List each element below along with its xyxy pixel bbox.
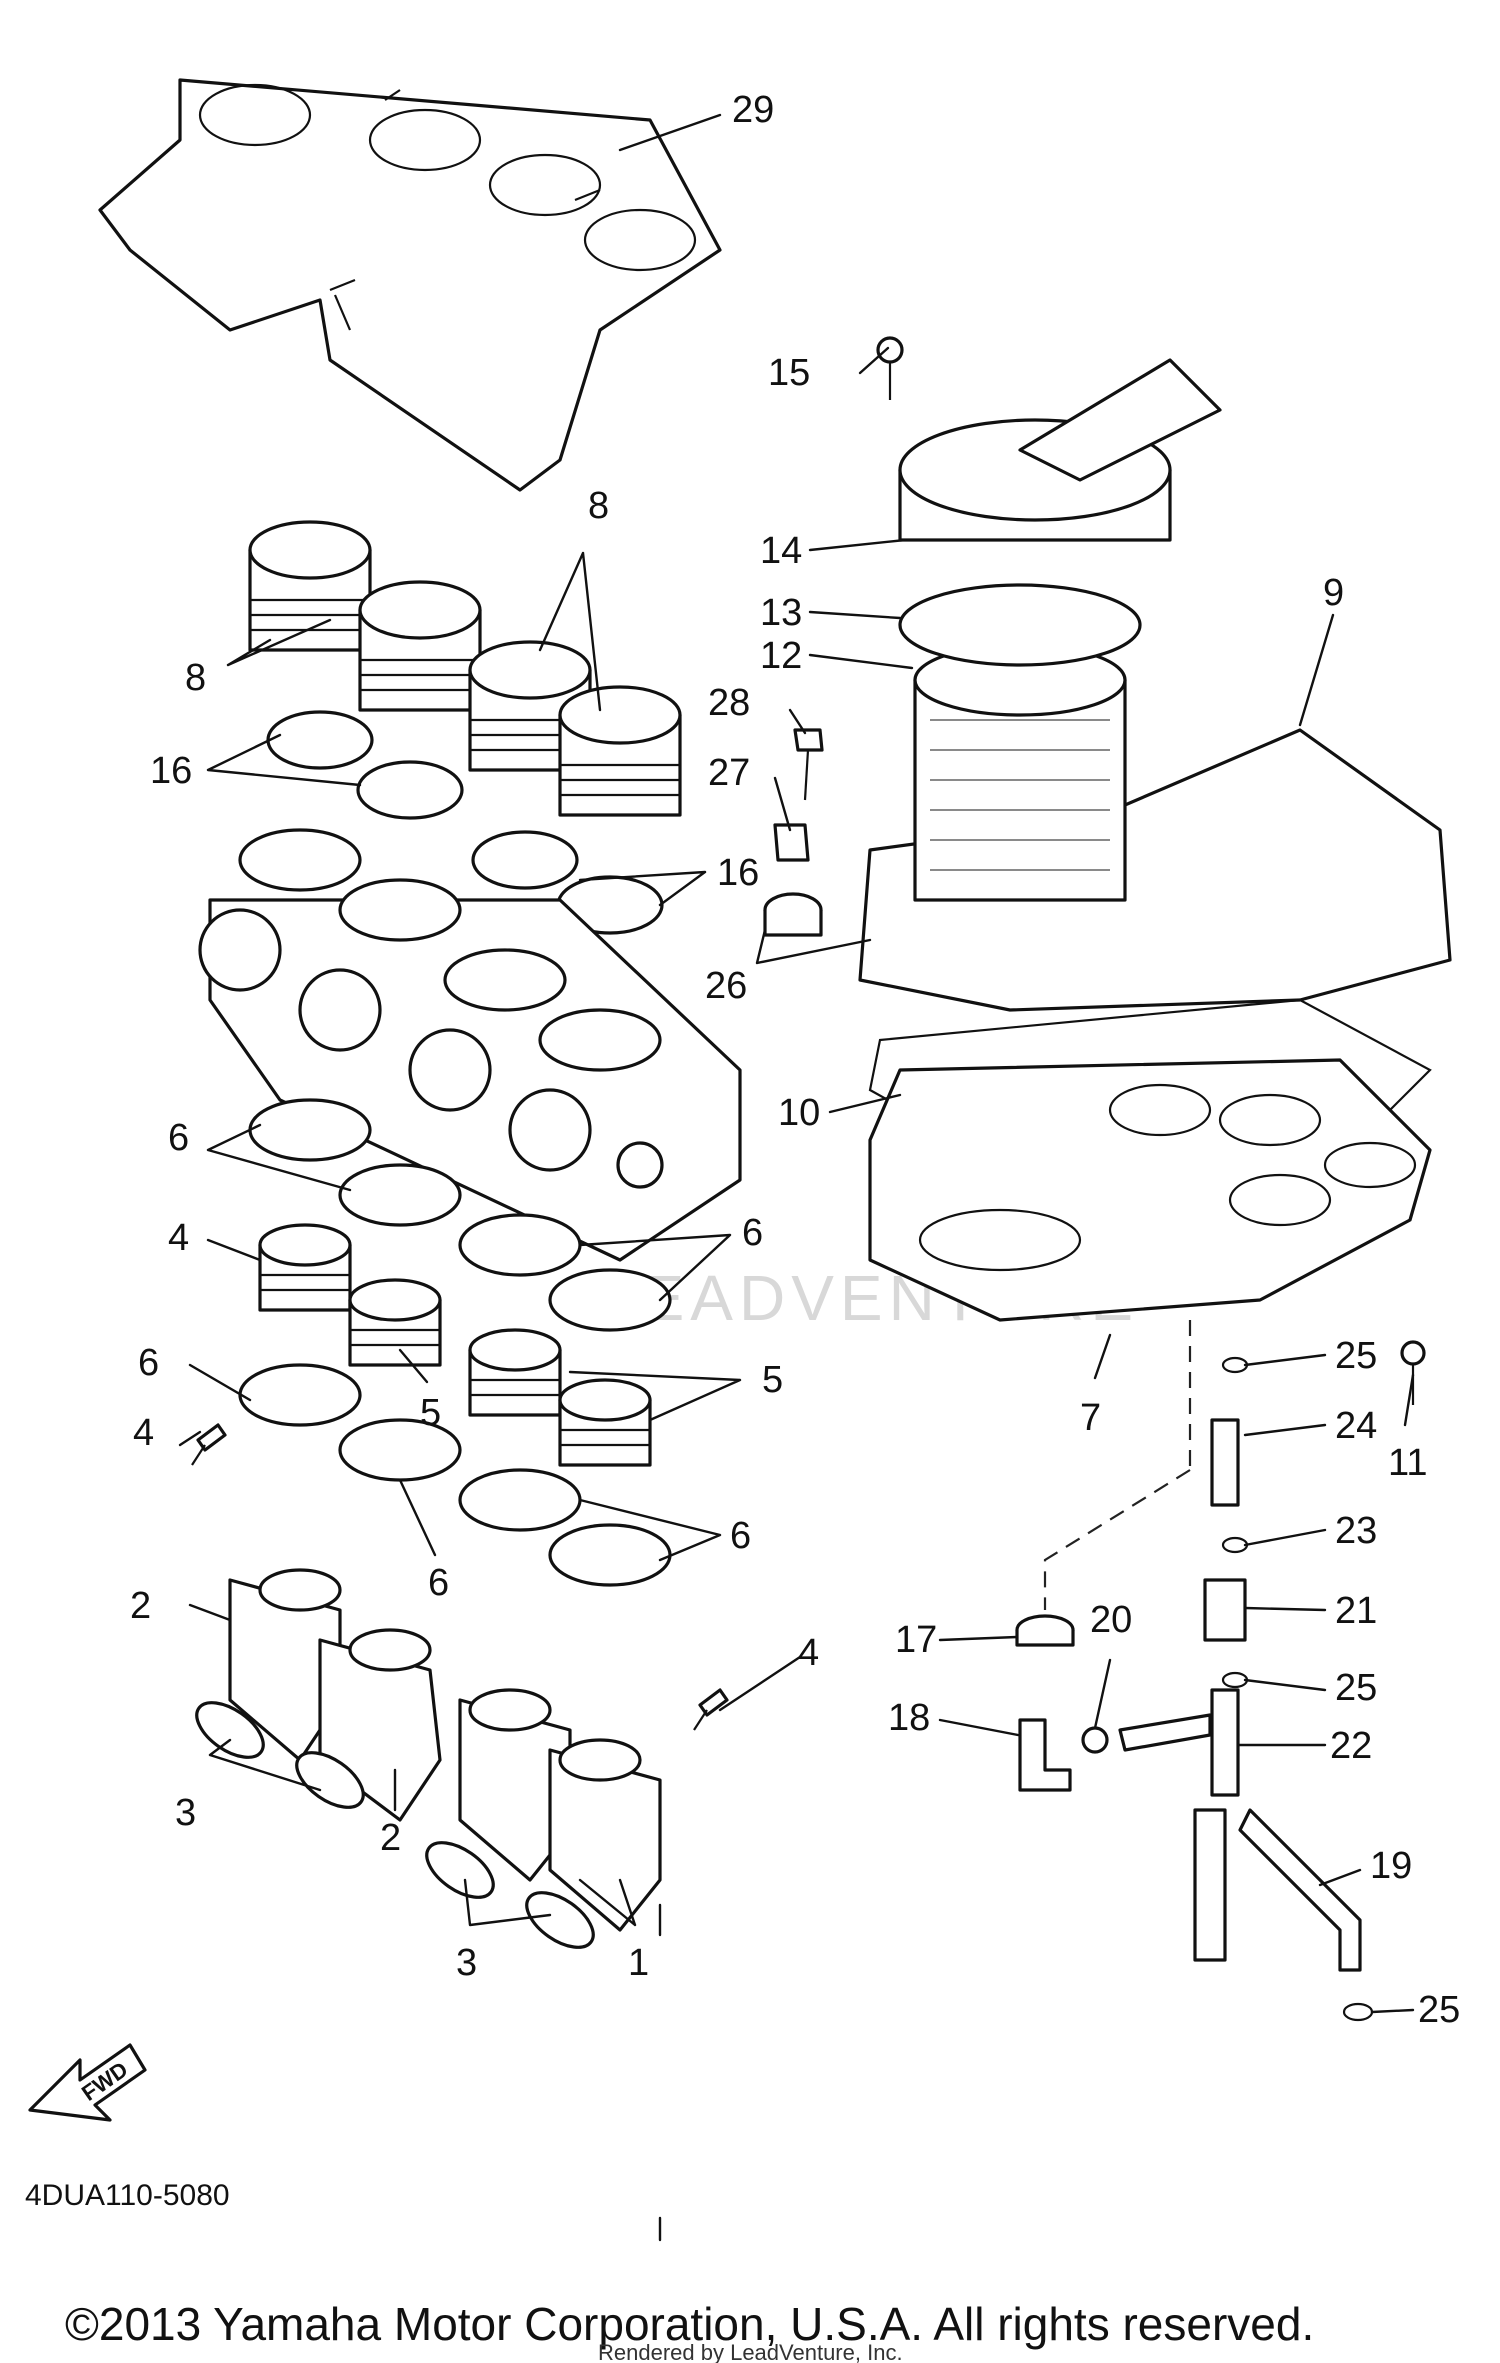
callout-8-left: 8	[185, 657, 206, 699]
callout-6-b: 6	[742, 1212, 763, 1254]
callout-13: 13	[760, 592, 802, 634]
callout-7: 7	[1080, 1397, 1101, 1439]
part-6-clamps[interactable]	[238, 1098, 672, 1587]
callout-2-left: 2	[130, 1585, 151, 1627]
part-8-caps[interactable]	[248, 520, 682, 817]
callout-6-c: 6	[138, 1342, 159, 1384]
leader-lines	[178, 113, 1415, 2014]
callout-4-right: 4	[798, 1632, 819, 1674]
callout-20: 20	[1090, 1599, 1132, 1641]
callout-2-bottom: 2	[380, 1817, 401, 1859]
copyright-text: ©2013 Yamaha Motor Corporation, U.S.A. A…	[65, 2298, 1314, 2350]
part-11-screw[interactable]	[1400, 1340, 1426, 1405]
drain-hose-assembly[interactable]	[1015, 1356, 1374, 2022]
diagram-code: 4DUA110-5080	[25, 2179, 230, 2212]
callout-8-top: 8	[588, 485, 609, 527]
callout-21: 21	[1335, 1590, 1377, 1632]
callout-3-bottom: 3	[456, 1942, 477, 1984]
part-3-gaskets[interactable]	[187, 1692, 602, 1958]
callout-3-left: 3	[175, 1792, 196, 1834]
callout-26: 26	[705, 965, 747, 1007]
part-13-seal[interactable]	[898, 583, 1142, 667]
callout-27: 27	[708, 752, 750, 794]
part-29-shield-plate[interactable]	[98, 78, 722, 492]
callout-6-d: 6	[428, 1562, 449, 1604]
carburetor-assembly[interactable]	[198, 828, 742, 1262]
callout-25-c: 25	[1418, 1989, 1460, 2031]
callout-16-right: 16	[717, 852, 759, 894]
part-9-air-cleaner-case[interactable]	[858, 728, 1452, 1012]
callout-29: 29	[732, 89, 774, 131]
callout-5-b: 5	[420, 1392, 441, 1434]
part-12-element[interactable]	[913, 643, 1127, 902]
part-14-cover[interactable]	[898, 358, 1222, 542]
callout-4-left: 4	[133, 1412, 154, 1454]
callout-25-b: 25	[1335, 1667, 1377, 1709]
fwd-arrow-icon: FWD	[28, 2043, 147, 2122]
callout-28: 28	[708, 682, 750, 724]
part-15-screw[interactable]	[876, 336, 904, 400]
callout-5-a: 4	[168, 1217, 189, 1259]
callout-1: 1	[628, 1942, 649, 1984]
callout-24: 24	[1335, 1405, 1377, 1447]
callout-18: 18	[888, 1697, 930, 1739]
hidden-line	[1043, 1320, 1192, 1610]
callout-23: 23	[1335, 1510, 1377, 1552]
callout-labels: 29 8 8 15 14 13 12 9 28 27 26 16 16 10 6…	[130, 89, 1460, 2031]
rendered-by-text: Rendered by LeadVenture, Inc.	[598, 2340, 903, 2363]
callout-22: 22	[1330, 1725, 1372, 1767]
callout-5-c: 5	[762, 1359, 783, 1401]
callout-12: 12	[760, 635, 802, 677]
callout-25-a: 25	[1335, 1335, 1377, 1377]
callout-9: 9	[1323, 572, 1344, 614]
parts-26-27-28-grommet-collar-bolt[interactable]	[763, 728, 824, 937]
callout-6-a: 6	[168, 1117, 189, 1159]
callout-11: 11	[1388, 1442, 1427, 1484]
part-1-manifolds[interactable]	[458, 1688, 662, 1932]
callout-10: 10	[778, 1092, 820, 1134]
callout-17: 17	[895, 1619, 937, 1661]
part-5-joints[interactable]	[258, 1223, 652, 1467]
callout-16-left: 16	[150, 750, 192, 792]
part-4-screws[interactable]	[191, 1423, 729, 1731]
callout-19: 19	[1370, 1845, 1412, 1887]
callout-6-e: 6	[730, 1515, 751, 1557]
part-16-clamps[interactable]	[266, 710, 664, 935]
callout-14: 14	[760, 530, 802, 572]
part-7-case-lower[interactable]	[868, 1058, 1432, 1322]
callout-15: 15	[768, 352, 810, 394]
